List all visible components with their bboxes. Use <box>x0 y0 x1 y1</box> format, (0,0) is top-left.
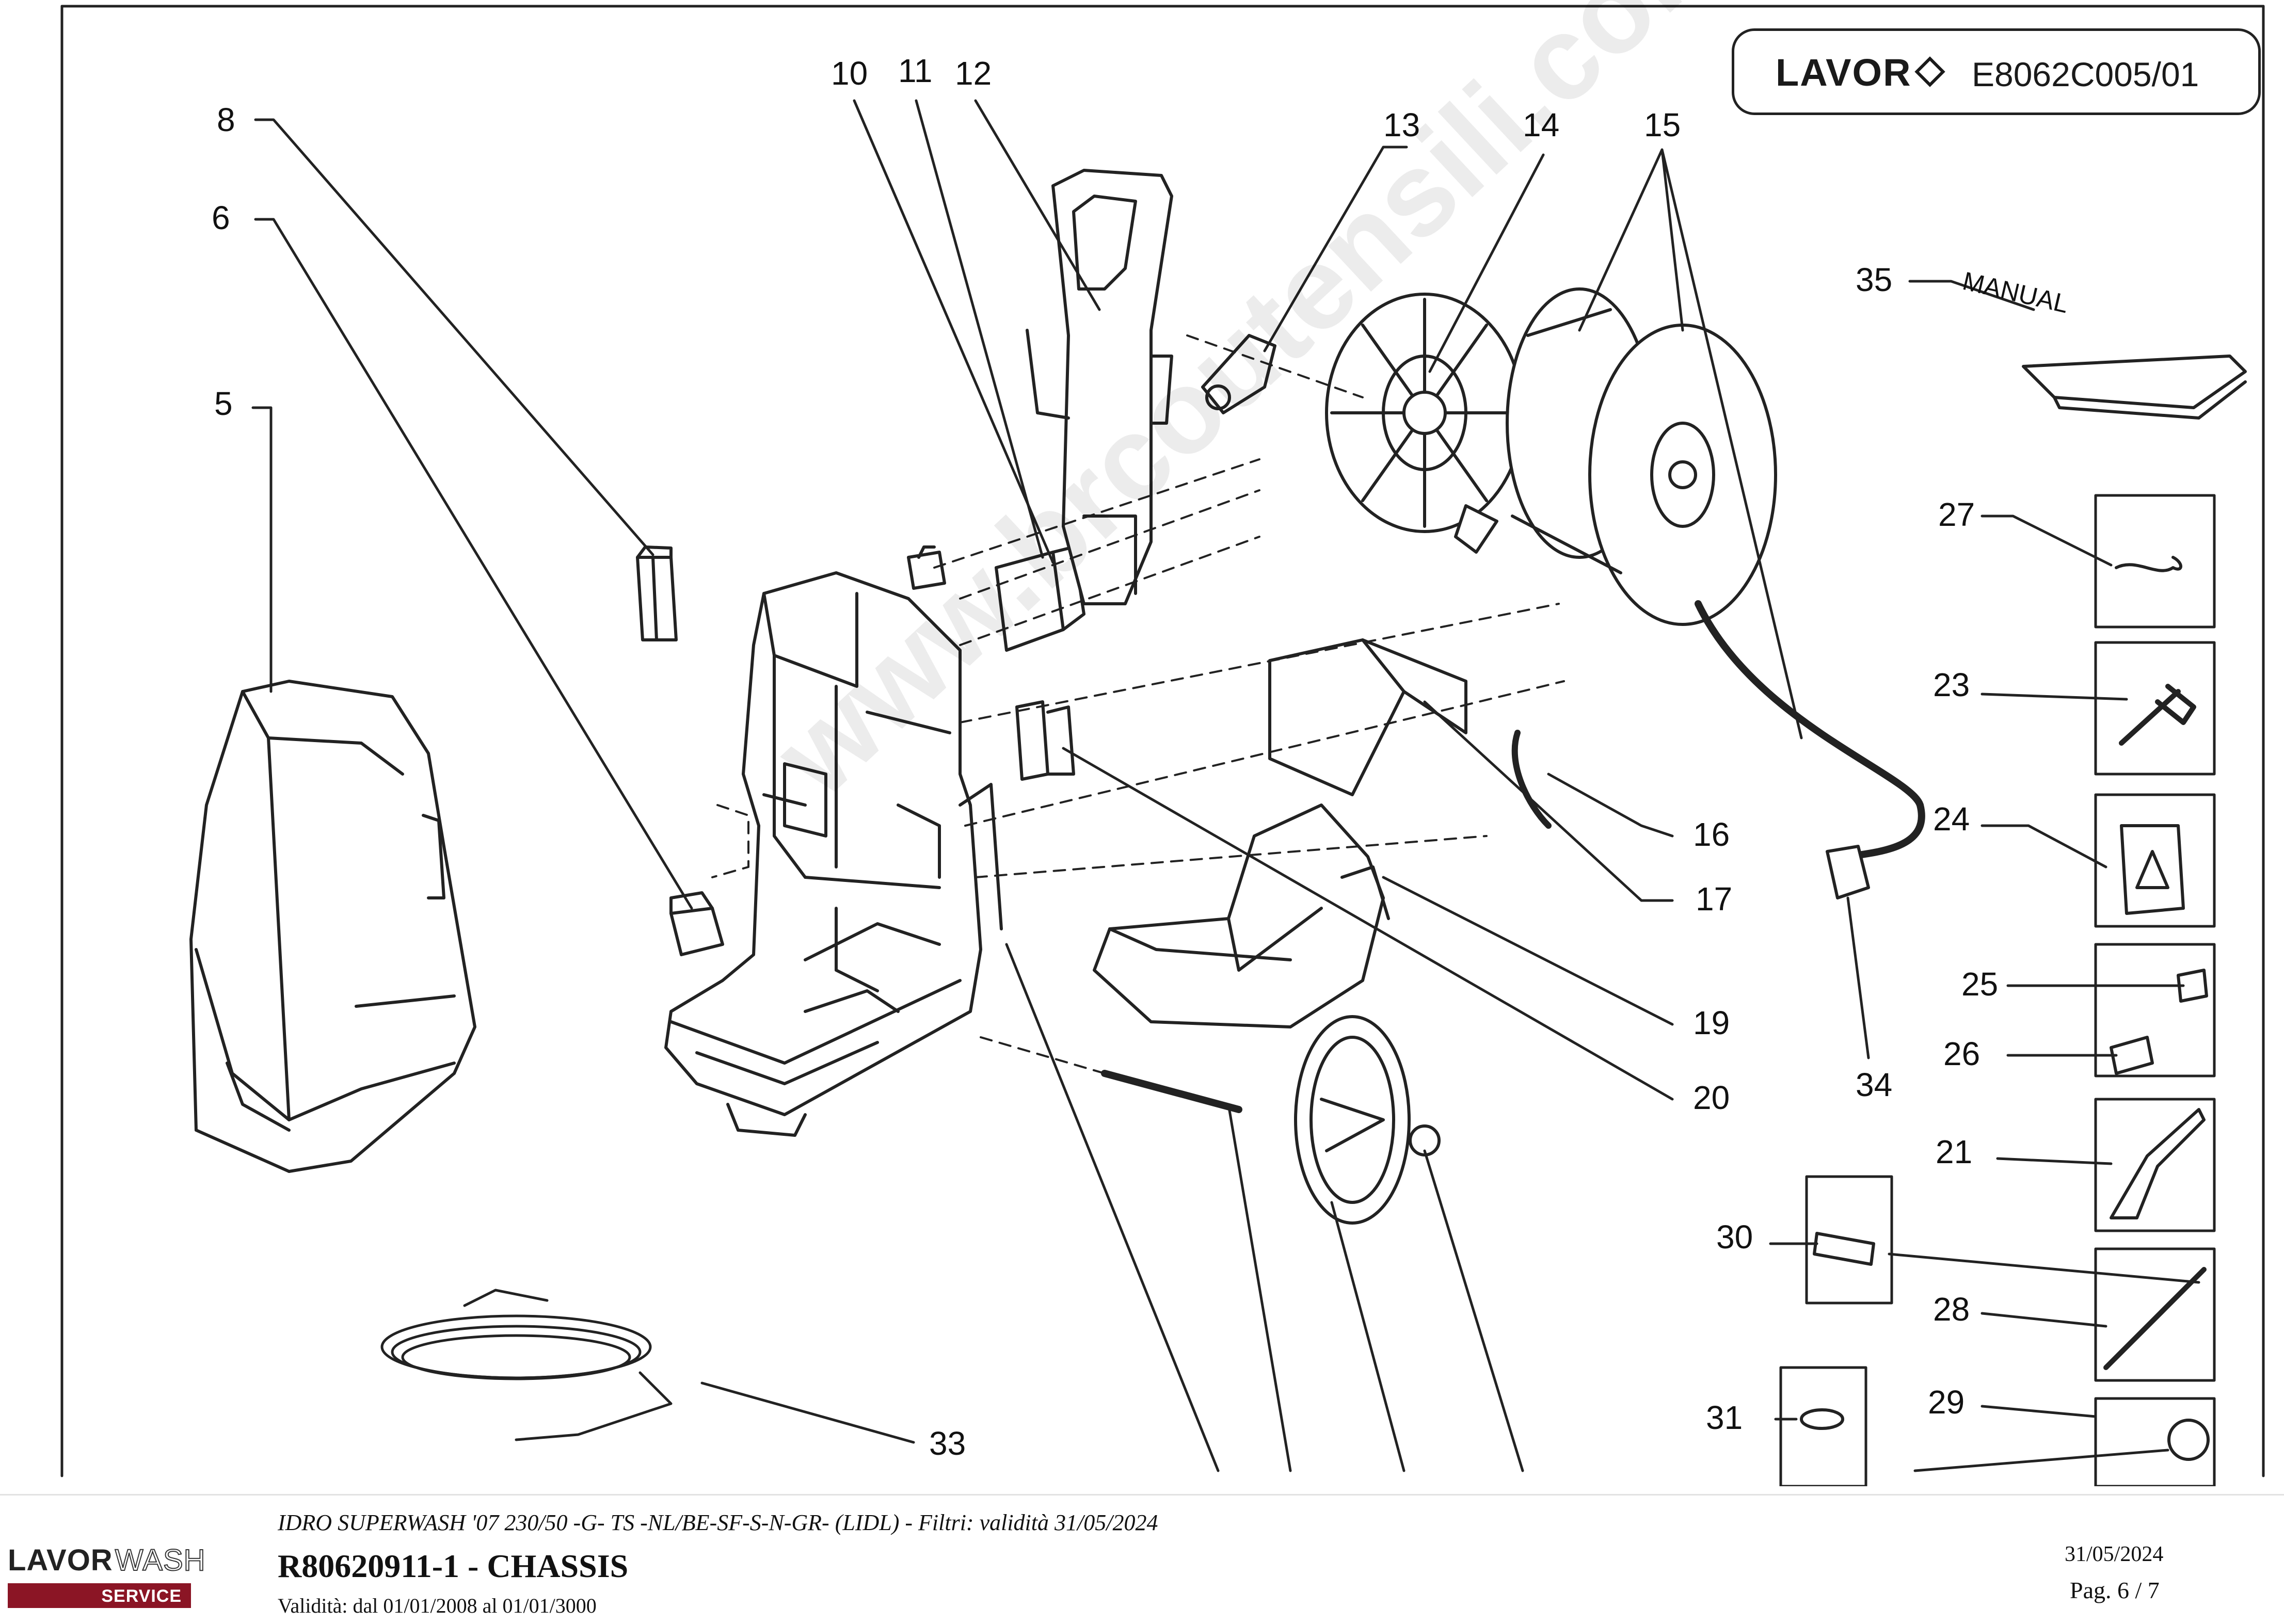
part-5-front-cover <box>189 680 476 1173</box>
wheel <box>1294 1015 1441 1225</box>
part-14-reel-hub <box>1325 293 1524 533</box>
part-12-handle <box>1026 169 1173 605</box>
callout-27: 27 <box>1938 496 1975 533</box>
callout-26: 26 <box>1943 1035 1980 1072</box>
validity-range: Validità: dal 01/01/2008 al 01/01/3000 <box>278 1594 597 1617</box>
part-33-power-cable <box>380 1289 673 1441</box>
part-29-ring <box>2167 1419 2210 1461</box>
parts-drawing <box>60 5 2265 1486</box>
leader-lines <box>251 99 2200 1472</box>
drawing-code: E8062C005/01 <box>1972 55 2199 93</box>
header-code-box: LAVOR E8062C005/01 <box>1732 28 2261 115</box>
part-19-tank <box>1093 803 1390 1028</box>
part-20-clip <box>1015 700 1075 781</box>
document-title: R80620911-1 - CHASSIS <box>278 1548 629 1584</box>
part-28-lance <box>2103 1267 2207 1370</box>
part-25-nozzle <box>2177 969 2208 1003</box>
print-date: 31/05/2024 <box>2065 1542 2164 1566</box>
part-6-clip <box>669 891 724 956</box>
callout-23: 23 <box>1933 666 1970 703</box>
part-35-manual <box>2022 355 2247 420</box>
callout-17: 17 <box>1696 880 1733 918</box>
callout-19: 19 <box>1693 1004 1730 1041</box>
part-16-tube <box>1511 730 1552 829</box>
assembly-lines <box>711 334 1565 1074</box>
part-10-switch <box>907 545 946 590</box>
callout-30: 30 <box>1716 1218 1753 1256</box>
lavorwash-service-logo: LAVORWASH SERVICE <box>8 1543 206 1610</box>
callout-35: 35 <box>1856 261 1893 298</box>
callout-5: 5 <box>214 385 233 422</box>
callout-14: 14 <box>1523 106 1560 143</box>
page-number: Pag. 6 / 7 <box>2070 1577 2160 1603</box>
part-21-gun <box>2110 1108 2206 1219</box>
part-24-detergent <box>2120 824 2185 915</box>
callout-13: 13 <box>1383 106 1420 143</box>
chassis-frame <box>664 571 1003 1137</box>
callout-33: 33 <box>929 1425 966 1462</box>
callout-31: 31 <box>1706 1399 1743 1436</box>
footer <box>0 1494 2284 1624</box>
hose <box>1695 600 1925 860</box>
part-8-clip <box>636 545 678 641</box>
callout-29: 29 <box>1928 1384 1965 1421</box>
part-30-fitting <box>1813 1232 1875 1266</box>
callout-28: 28 <box>1933 1291 1970 1328</box>
part-26-coupler <box>2110 1036 2154 1075</box>
part-34-nut <box>1826 845 1870 899</box>
callout-20: 20 <box>1693 1079 1730 1116</box>
part-23-brush <box>2119 684 2196 746</box>
callout-16: 16 <box>1693 816 1730 853</box>
callout-15: 15 <box>1644 106 1681 143</box>
callout-6: 6 <box>212 199 230 236</box>
callout-8: 8 <box>217 101 235 138</box>
model-title: IDRO SUPERWASH '07 230/50 -G- TS -NL/BE-… <box>278 1510 1158 1535</box>
callout-25: 25 <box>1961 966 1999 1003</box>
callout-24: 24 <box>1933 800 1970 838</box>
part-17-bracket <box>1268 638 1467 796</box>
part-15-hose-reel <box>1454 287 1777 626</box>
diamond-logo-icon <box>1914 56 1945 87</box>
callout-11: 11 <box>898 52 933 89</box>
callout-10: 10 <box>831 55 868 92</box>
callout-34: 34 <box>1856 1066 1893 1103</box>
exploded-parts-diagram: LAVOR E8062C005/01 8 6 5 10 11 12 13 14 … <box>60 0 2265 1486</box>
part-31-washer <box>1800 1408 1844 1430</box>
axle-rod <box>1101 1070 1242 1113</box>
callout-21: 21 <box>1936 1133 1973 1170</box>
part-13-clamp <box>1201 334 1276 414</box>
part-27-pin <box>2115 556 2182 572</box>
callout-12: 12 <box>955 55 992 92</box>
lavor-logo: LAVOR <box>1776 51 1945 94</box>
